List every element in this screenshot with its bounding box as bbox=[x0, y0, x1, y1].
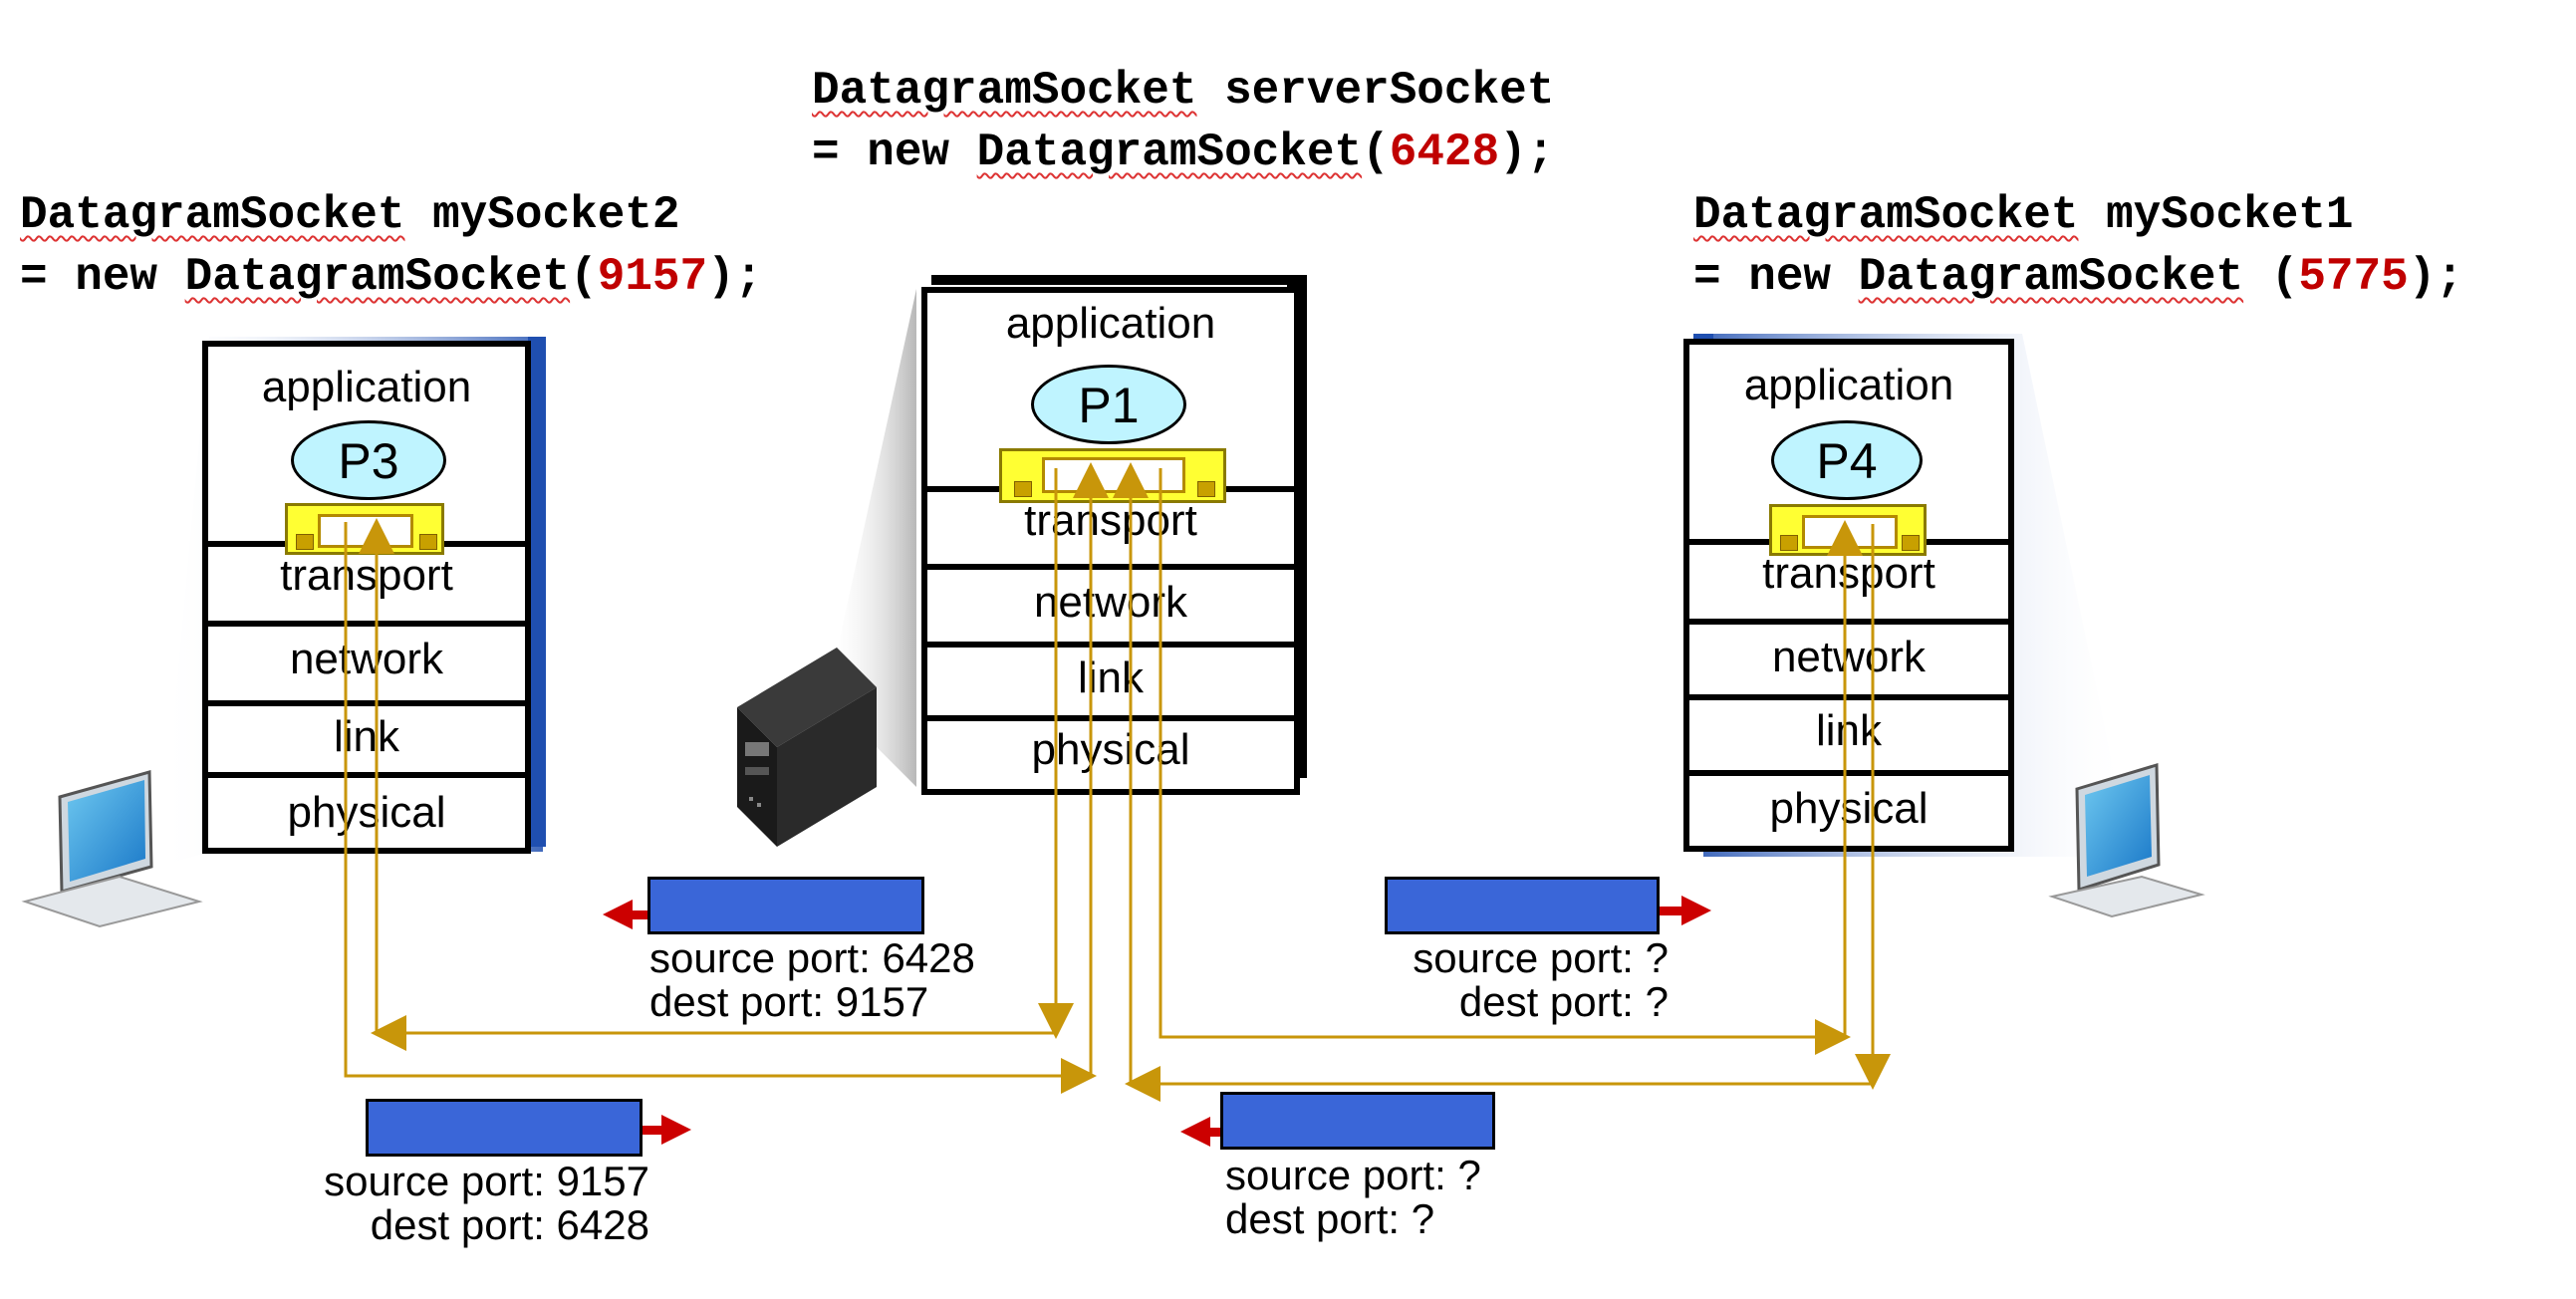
red-arrow-right-1 bbox=[1681, 896, 1711, 925]
network-layer: network bbox=[208, 621, 525, 700]
flow-p3-to-p1 bbox=[344, 522, 1097, 1094]
process-p3: P3 bbox=[291, 420, 446, 500]
src-port: source port: 9157 bbox=[324, 1158, 649, 1204]
packet-server-to-p3 bbox=[647, 877, 924, 934]
physical-layer: physical bbox=[1689, 770, 2008, 852]
physical-layer: physical bbox=[208, 772, 525, 854]
flow-p1-to-p4 bbox=[1159, 468, 1851, 1055]
network-layer: network bbox=[1689, 619, 2008, 694]
server-socket-code: DatagramSocket serverSocket = new Datagr… bbox=[812, 65, 1555, 178]
client2-port-number: 9157 bbox=[597, 251, 708, 303]
server-port-number: 6428 bbox=[1389, 127, 1500, 178]
packet-p3-to-server-label: source port: 9157 dest port: 6428 bbox=[291, 1160, 649, 1247]
app-layer-label: application bbox=[1005, 299, 1216, 348]
app-layer-label: application bbox=[261, 363, 472, 411]
packet-server-to-p3-label: source port: 6428 dest port: 9157 bbox=[649, 936, 975, 1024]
dst-port: dest port: ? bbox=[1225, 1195, 1435, 1242]
client1-port-number: 5775 bbox=[2298, 251, 2409, 303]
right-monitor-icon bbox=[2048, 762, 2205, 918]
red-arrow-left-2 bbox=[1180, 1117, 1210, 1147]
dst-port: dest port: ? bbox=[1458, 978, 1669, 1025]
process-p1: P1 bbox=[1031, 365, 1186, 444]
dst-port: dest port: 9157 bbox=[649, 978, 929, 1025]
left-monitor-icon bbox=[21, 770, 203, 928]
process-p4: P4 bbox=[1771, 420, 1923, 500]
src-port: source port: ? bbox=[1413, 934, 1669, 981]
packet-p4-to-server bbox=[1220, 1092, 1495, 1150]
red-arrow-right-2 bbox=[661, 1115, 691, 1145]
packet-p4-to-server-label: source port: ? dest port: ? bbox=[1225, 1154, 1481, 1241]
client1-socket-code: DatagramSocket mySocket1 = new DatagramS… bbox=[1693, 189, 2463, 303]
link-layer: link bbox=[1689, 694, 2008, 770]
red-arrow-left-1 bbox=[603, 900, 633, 929]
link-layer: link bbox=[927, 642, 1294, 715]
packet-server-to-p4 bbox=[1385, 877, 1660, 934]
src-port: source port: 6428 bbox=[649, 934, 975, 981]
app-layer-label: application bbox=[1743, 361, 1954, 409]
server-tower-icon bbox=[737, 648, 877, 847]
physical-layer: physical bbox=[927, 715, 1294, 795]
src-port: source port: ? bbox=[1225, 1152, 1481, 1198]
client2-socket-code: DatagramSocket mySocket2 = new DatagramS… bbox=[20, 189, 763, 303]
packet-server-to-p4-label: source port: ? dest port: ? bbox=[1345, 936, 1669, 1024]
dst-port: dest port: 6428 bbox=[370, 1201, 649, 1248]
packet-p3-to-server bbox=[366, 1099, 643, 1157]
